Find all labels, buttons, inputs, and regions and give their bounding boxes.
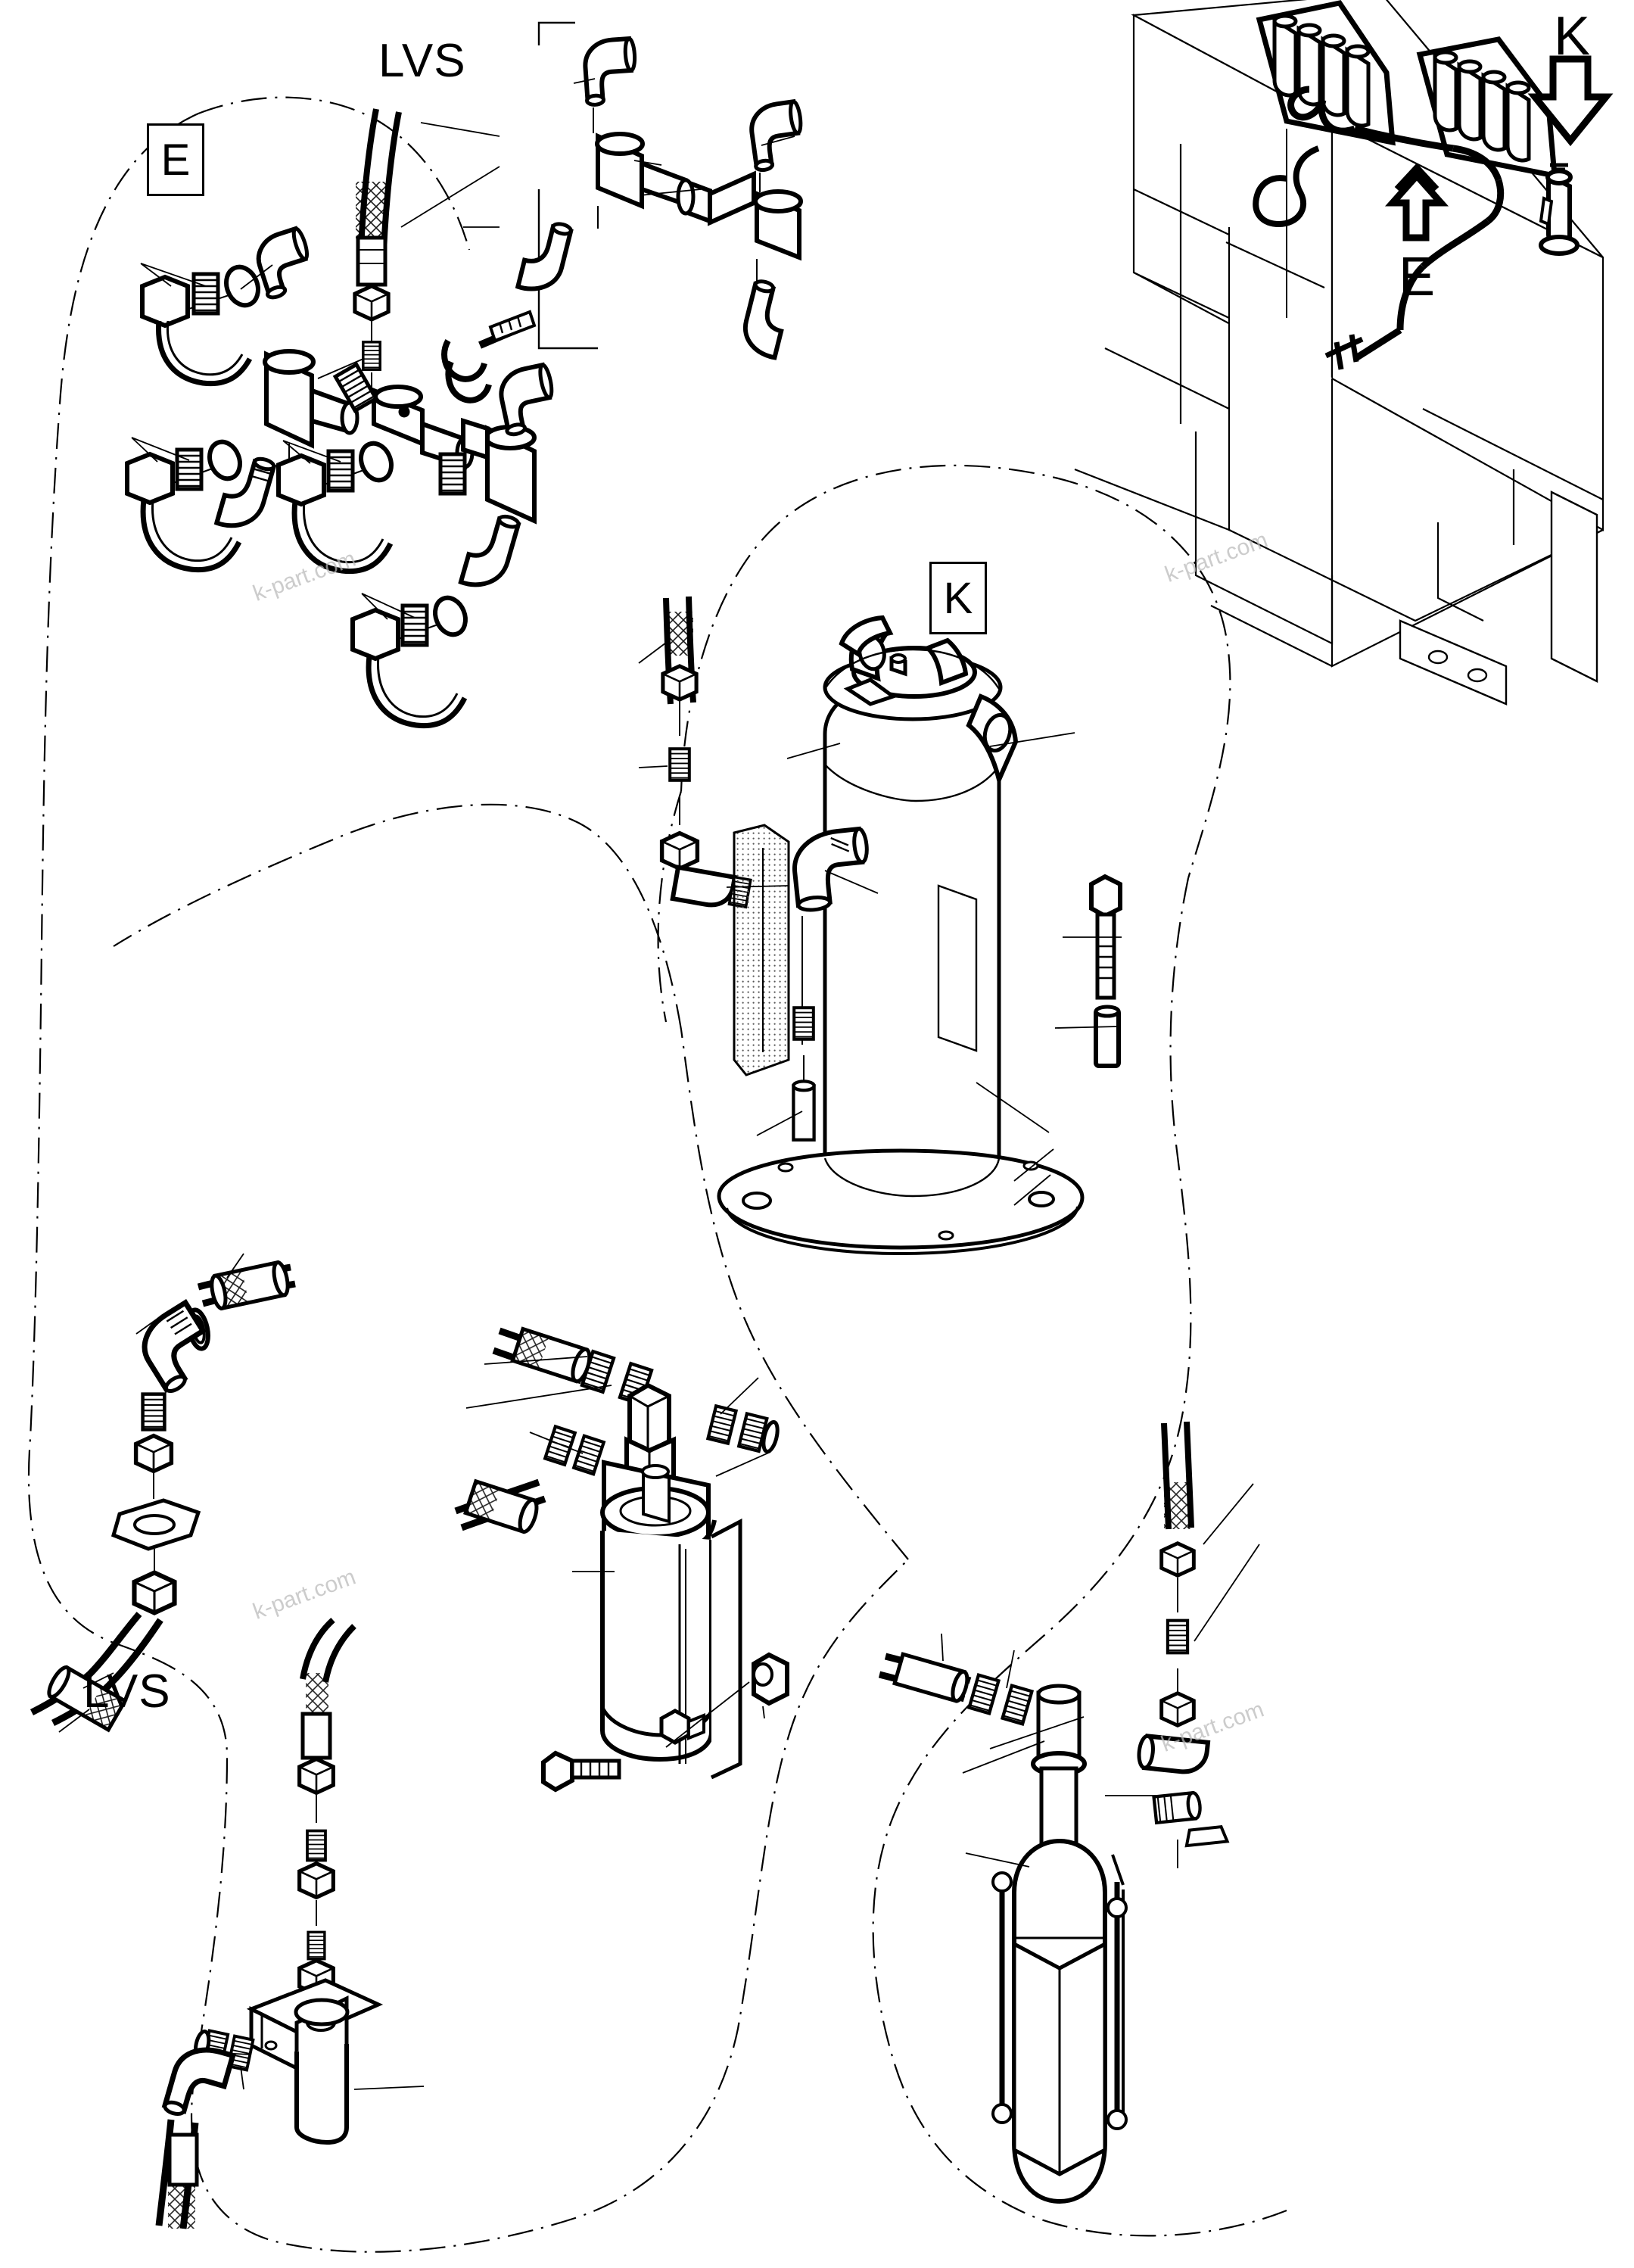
arrow-label-k: K (1554, 6, 1591, 67)
lower-left-hose (30, 1253, 296, 1733)
flange-washer (110, 1498, 201, 1551)
detail-inset-manifold (515, 36, 803, 360)
valve-bank-b (1416, 36, 1558, 179)
banjo-hose-mid-left (125, 439, 242, 573)
body-hose (1253, 145, 1320, 227)
banjo-hose-upper-left (140, 226, 310, 387)
banjo-hose-bottom-right (350, 595, 468, 729)
lower-center-filter (454, 1326, 789, 1793)
section-box-e: E (147, 123, 204, 196)
banjo-hose-lower-left (276, 441, 394, 575)
tee-fitting-right (440, 362, 554, 587)
leader-lines-k (638, 640, 1122, 1206)
arrow-k-down (1527, 55, 1614, 147)
leader-lines-e (131, 122, 500, 620)
label-lvs-bottom: LVS (83, 1665, 171, 1718)
bracket-plate (733, 824, 790, 1076)
arrow-e-up (1384, 170, 1449, 241)
right-vertical-chain (1137, 1421, 1230, 1848)
center-accumulator (638, 596, 1122, 1256)
pressure-switch (1539, 163, 1580, 256)
section-box-k: K (929, 562, 987, 634)
machine-body (1074, 0, 1604, 706)
spacer-sleeve (1094, 1005, 1121, 1068)
drain-plug (659, 1709, 705, 1745)
lower-right-cylinder (878, 1421, 1260, 2204)
tube-line (1287, 86, 1505, 362)
hose-assembly-acc-left (662, 596, 752, 908)
region-e-outline (27, 96, 909, 2253)
upper-left-manifold (125, 108, 554, 729)
hex-union (624, 1382, 676, 1490)
lower-left-valve (155, 1618, 425, 2229)
arrow-label-e: E (1399, 247, 1436, 307)
label-lvs-top: LVS (378, 35, 466, 87)
arrow-e-chevron (1394, 163, 1439, 192)
hydraulic-cylinder (991, 1838, 1128, 2204)
tee-fitting-upper (263, 349, 359, 469)
filter-cylinder (600, 1460, 742, 1780)
hose-assembly-lvs-top (355, 108, 402, 392)
detail-inset-bracket (537, 21, 598, 350)
elbow-fitting-mid-left (213, 456, 277, 528)
hose-clamp (441, 310, 537, 403)
bolt-long (1089, 874, 1122, 1000)
valve-body (294, 1995, 350, 2145)
cap-nut (752, 1652, 789, 1706)
accumulator-tank (717, 615, 1085, 1256)
bolt-filter (541, 1750, 621, 1793)
